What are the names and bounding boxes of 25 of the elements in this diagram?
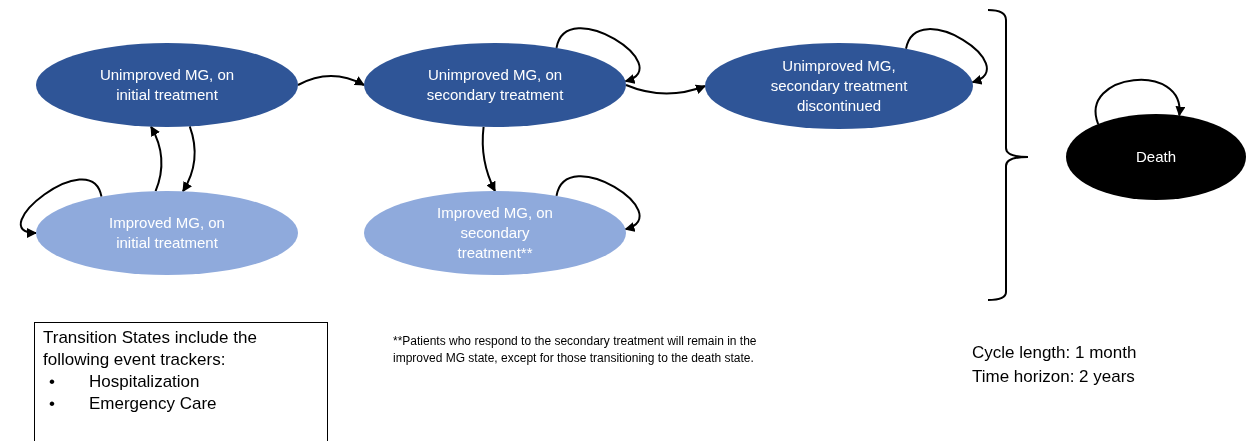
box-heading: Transition States include the following event trackers: [43,327,258,371]
state-label: Unimproved MG, on initial treatment [98,65,236,105]
tracker-box [34,322,328,441]
arrow [297,75,365,86]
arrow [1094,79,1184,126]
model-note: Cycle length: 1 month [972,342,1137,364]
footnote: **Patients who respond to the secondary treatment will remain in the improved MG state, except for those transitioning to the death state. [393,333,758,367]
model-note: Time horizon: 2 years [972,366,1136,388]
arrow [555,27,641,83]
state-label: Improved MG, on initial treatment [108,213,226,253]
arrow [20,178,103,237]
arrow [625,84,706,95]
state-label: Unimproved MG, on secondary treatment [425,65,565,105]
tracker-item: Hospitalization [88,371,201,393]
arrow [181,125,196,193]
bullet: • [49,393,55,415]
arrow [555,175,641,231]
arrow [481,125,496,192]
bullet: • [49,371,55,393]
arrow [905,28,988,84]
state-label: Improved MG, on secondary treatment** [436,203,554,263]
tracker-item: Emergency Care [88,393,218,415]
arrow [150,125,163,193]
state-label: Death [1136,147,1176,167]
state-label: Unimproved MG, secondary treatment discontinued [769,56,909,116]
